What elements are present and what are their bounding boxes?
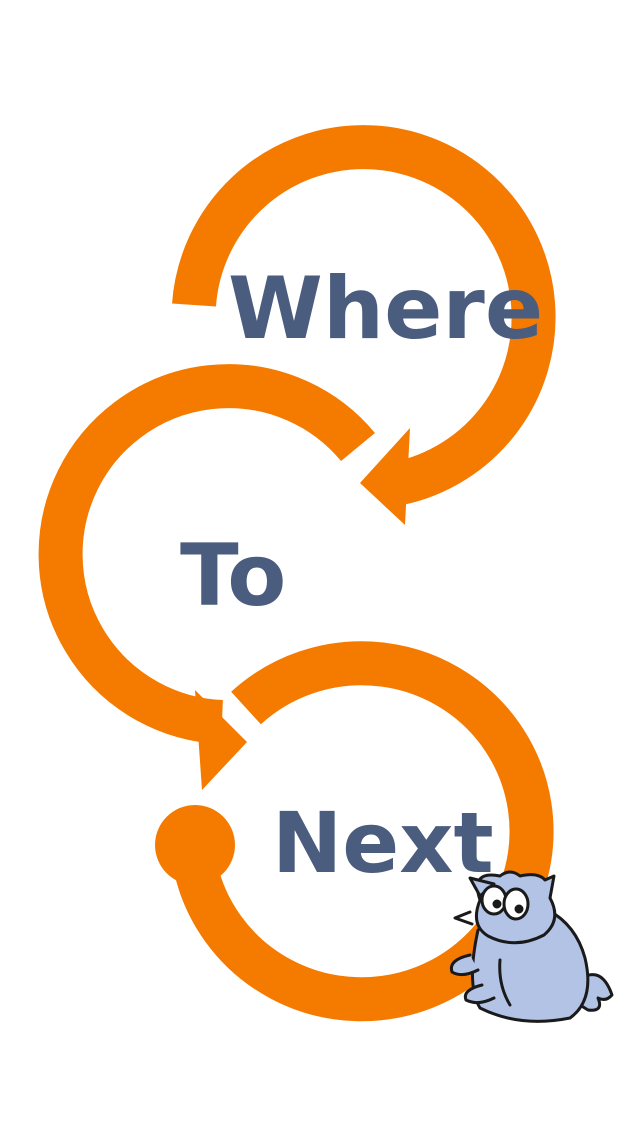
loop-to bbox=[38, 364, 375, 790]
step-label-next: Next bbox=[272, 794, 494, 892]
cartoon-cat-icon bbox=[449, 870, 614, 1023]
step-label-to: To bbox=[180, 526, 286, 626]
loop-start-dot bbox=[155, 805, 235, 885]
loop-where bbox=[172, 125, 556, 525]
arrowhead-to bbox=[195, 690, 247, 790]
step-label-where: Where bbox=[228, 259, 543, 359]
arrowhead-where bbox=[360, 428, 410, 525]
